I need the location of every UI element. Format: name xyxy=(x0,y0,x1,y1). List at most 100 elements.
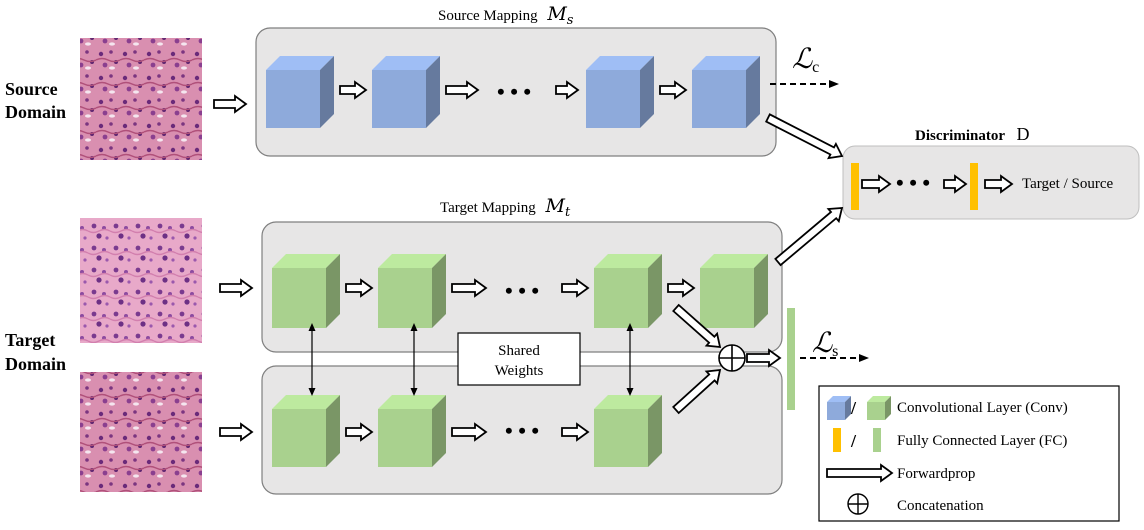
double-arrow-icon xyxy=(943,174,968,194)
cube-top xyxy=(372,56,440,70)
target-fwd-arrow-4 xyxy=(667,278,696,298)
source-tissue-image xyxy=(80,38,202,160)
target-conv-cube-3 xyxy=(594,254,662,328)
cube-front xyxy=(272,268,326,328)
shared-conv-cube-3 xyxy=(594,395,662,467)
cube-front xyxy=(867,402,885,420)
target-mapping-title: Target Mapping Mt xyxy=(440,195,571,220)
shared-fwd-arrow-1 xyxy=(345,422,374,442)
double-arrow-icon xyxy=(445,80,480,100)
cube-side xyxy=(885,396,891,420)
double-arrow-icon xyxy=(659,80,688,100)
target-fwd-arrow-3 xyxy=(561,278,590,298)
source-mapping-title: Source Mapping Ms xyxy=(438,3,574,28)
source-conv-cube-1 xyxy=(266,56,334,128)
cube-front xyxy=(594,409,648,467)
cube-front xyxy=(272,409,326,467)
source-to-disc xyxy=(764,113,844,160)
cube-side xyxy=(746,56,760,128)
legend-conv-label: Convolutional Layer (Conv) xyxy=(897,400,1068,416)
cube-side xyxy=(432,395,446,467)
source-fwd-arrow-1 xyxy=(339,80,368,100)
cube-front xyxy=(586,70,640,128)
target-conv-cube-1 xyxy=(272,254,340,328)
double-arrow-icon xyxy=(764,113,844,160)
double-arrow-icon xyxy=(555,80,580,100)
concat-out-arrow xyxy=(746,348,782,368)
double-arrow-icon xyxy=(826,463,894,483)
cube-front xyxy=(372,70,426,128)
legend-conv-green-cube xyxy=(867,396,891,420)
cube-top xyxy=(692,56,760,70)
legend-fc-slash: / xyxy=(850,431,857,451)
double-arrow-icon xyxy=(984,174,1014,194)
circle-plus-icon xyxy=(847,493,869,515)
forward-arrows xyxy=(213,80,1014,442)
cube-top xyxy=(594,254,662,268)
input-arrow-source xyxy=(213,94,248,114)
double-arrow-icon xyxy=(667,278,696,298)
legend-conv-blue-cube xyxy=(827,396,851,420)
cube-side xyxy=(432,254,446,328)
cube-side xyxy=(640,56,654,128)
legend-forward-arrow xyxy=(826,463,894,483)
double-arrow-icon xyxy=(339,80,368,100)
double-arrow-icon xyxy=(451,278,488,298)
source-domain-label-1: Source xyxy=(5,79,58,99)
target-fwd-arrow-1 xyxy=(345,278,374,298)
disc-output-label: Target / Source xyxy=(1022,176,1113,192)
double-arrow-icon xyxy=(826,463,894,483)
cube-top xyxy=(272,254,340,268)
target-domain-label-2: Domain xyxy=(5,354,66,374)
target-tissue-image-2 xyxy=(80,372,202,492)
target-fwd-arrow-2 xyxy=(451,278,488,298)
cube-side xyxy=(648,395,662,467)
target-to-concat xyxy=(672,303,722,349)
double-arrow-icon xyxy=(345,422,374,442)
legend-conv-slash: / xyxy=(850,398,857,418)
disc-fc-bar-1 xyxy=(851,163,859,210)
cube-front xyxy=(378,268,432,328)
legend: / Convolutional Layer (Conv) / Fully Con… xyxy=(818,385,1120,522)
concat-fc-bar xyxy=(787,308,795,410)
ellipsis-target: • • • xyxy=(505,278,539,303)
legend-forward-label: Forwardprop xyxy=(897,466,975,482)
double-arrow-icon xyxy=(561,422,590,442)
double-arrow-icon xyxy=(672,368,722,415)
cube-front xyxy=(378,409,432,467)
double-arrow-icon xyxy=(219,278,254,298)
source-fwd-arrow-4 xyxy=(659,80,688,100)
target-conv-cube-2 xyxy=(378,254,446,328)
cube-top xyxy=(266,56,334,70)
cube-top xyxy=(272,395,340,409)
cube-side xyxy=(754,254,768,328)
shared-fwd-arrow-2 xyxy=(451,422,488,442)
disc-fc-bar-2 xyxy=(970,163,978,210)
cube-top xyxy=(827,396,851,402)
target-domain-label-1: Target xyxy=(5,330,55,350)
double-arrow-icon xyxy=(746,348,782,368)
ellipsis-shared: • • • xyxy=(505,418,539,443)
source-fwd-arrow-2 xyxy=(445,80,480,100)
cube-side xyxy=(326,254,340,328)
ellipsis-discriminator: • • • xyxy=(896,170,930,195)
double-arrow-icon xyxy=(774,207,844,267)
cube-side xyxy=(426,56,440,128)
shared-weights-label-2: Weights xyxy=(495,363,544,379)
concatenation-node xyxy=(718,344,746,372)
cube-top xyxy=(700,254,768,268)
shared-weights-box xyxy=(457,332,581,386)
cube-top xyxy=(586,56,654,70)
cube-top xyxy=(867,396,891,402)
target-tissue-image-1 xyxy=(80,218,202,343)
cube-front xyxy=(266,70,320,128)
cube-front xyxy=(692,70,746,128)
target-conv-cube-4 xyxy=(700,254,768,328)
loss-c-label: ℒc xyxy=(792,42,819,76)
legend-fc-label: Fully Connected Layer (FC) xyxy=(897,433,1067,449)
disc-fwd-arrow-1 xyxy=(861,174,892,194)
source-conv-cube-2 xyxy=(372,56,440,128)
shared-fwd-arrow-3 xyxy=(561,422,590,442)
cube-side xyxy=(845,396,851,420)
